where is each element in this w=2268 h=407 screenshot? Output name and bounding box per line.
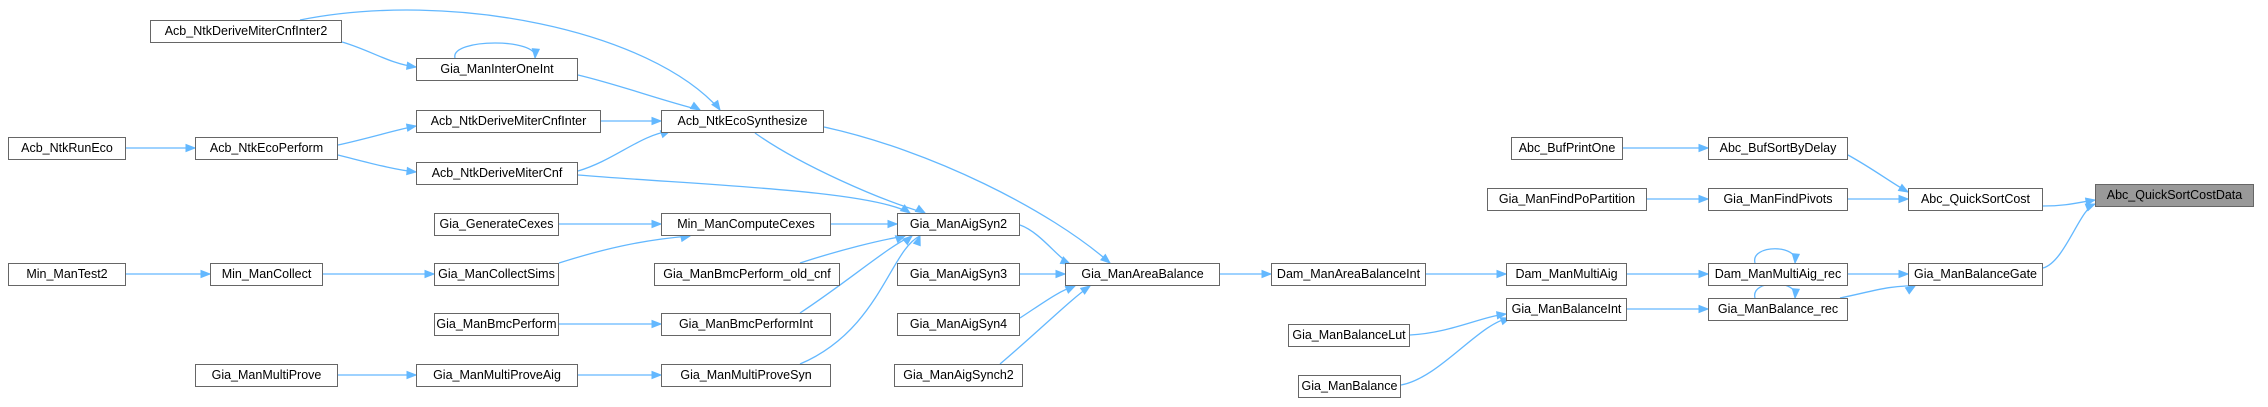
edge-inter2-to-interone — [341, 41, 417, 68]
arrowhead-multiaig-to-multirec — [1698, 269, 1710, 279]
arrowhead-ecoperform-to-cnf — [406, 166, 418, 176]
arrowhead-balrec-to-bgate — [1904, 285, 1917, 295]
node-min-mancollect[interactable]: Min_ManCollect — [210, 263, 323, 286]
edge-cnf-to-ecosyn — [577, 130, 671, 172]
arrowhead-findpivots-to-qsc — [1898, 194, 1910, 204]
arrowhead-interone-to-ecosyn — [689, 101, 702, 111]
arrowhead-bmcint-to-aigsyn2 — [902, 235, 914, 246]
node-acb-ntkecosynthesize[interactable]: Acb_NtkEcoSynthesize — [661, 110, 824, 133]
arrowhead-aigsyn4-to-areabal — [1064, 285, 1077, 294]
edge-aigsyn4-to-areabal — [1019, 285, 1076, 319]
node-abc-quicksortcostdata: Abc_QuickSortCostData — [2095, 184, 2254, 207]
arrowhead-areaint-to-multiaig — [1496, 269, 1508, 279]
arrowhead-bufprint-to-sortdelay — [1698, 143, 1710, 153]
arrowhead-runeco-to-ecoperform — [185, 143, 197, 153]
arrowhead-compcex-to-aigsyn2 — [887, 219, 899, 229]
arrowhead-ecosyn-to-aigsyn2 — [914, 204, 927, 214]
node-gia-manaigsynch2[interactable]: Gia_ManAigSynch2 — [894, 364, 1023, 387]
node-gia-mancollectsims[interactable]: Gia_ManCollectSims — [434, 263, 559, 286]
node-gia-manfindpopartition[interactable]: Gia_ManFindPoPartition — [1487, 188, 1647, 211]
node-gia-manmultiprovesyn[interactable]: Gia_ManMultiProveSyn — [661, 364, 831, 387]
arrowhead-multiprove-to-proveaig — [406, 370, 418, 380]
node-acb-ntkderivemitercnf[interactable]: Acb_NtkDeriveMiterCnf — [416, 162, 578, 185]
node-gia-manbmcperformint[interactable]: Gia_ManBmcPerformInt — [661, 313, 831, 336]
node-gia-manaigsyn4[interactable]: Gia_ManAigSyn4 — [897, 313, 1020, 336]
node-dam-manareabalanceint[interactable]: Dam_ManAreaBalanceInt — [1271, 263, 1426, 286]
node-acb-ntkruneco[interactable]: Acb_NtkRunEco — [8, 137, 126, 160]
arrowhead-aigsynch2-to-areabal — [1079, 285, 1092, 295]
edge-balrec-to-bgate — [1839, 285, 1916, 299]
edge-ecosyn-to-areabal — [823, 126, 1111, 264]
arrowhead-proveaig-to-provesyn — [651, 370, 663, 380]
node-gia-manaigsyn3[interactable]: Gia_ManAigSyn3 — [897, 263, 1020, 286]
arrowhead-areabal-to-areaint — [1261, 269, 1273, 279]
arrowhead-multiprove-to-aigsyn2 — [912, 234, 921, 247]
edge-multiprove-to-aigsyn2 — [799, 235, 921, 365]
arrowhead-mantest2-to-mancollect — [200, 269, 212, 279]
node-gia-manbalance-rec[interactable]: Gia_ManBalance_rec — [1708, 298, 1848, 321]
edge-bgate-to-root — [2042, 203, 2096, 269]
arrowhead-sortdelay-to-qsc — [1897, 183, 1910, 193]
arrowhead-aigsyn3-to-areabal — [1055, 269, 1067, 279]
arrowhead-cnfinter-to-ecosyn — [651, 116, 663, 126]
arrowhead-inter2-to-interone — [406, 61, 418, 70]
call-edges — [126, 9, 2097, 386]
edge-ballut-to-balint — [1409, 313, 1507, 336]
node-abc-bufprintone[interactable]: Abc_BufPrintOne — [1511, 137, 1623, 160]
edge-sortdelay-to-qsc — [1847, 154, 1909, 193]
node-dam-manmultiaig-rec[interactable]: Dam_ManMultiAig_rec — [1708, 263, 1848, 286]
node-acb-ntkecoperform[interactable]: Acb_NtkEcoPerform — [195, 137, 338, 160]
node-gia-manbmcperform-old-cnf[interactable]: Gia_ManBmcPerform_old_cnf — [654, 263, 840, 286]
edge-balance-to-balint — [1400, 317, 1511, 386]
edge-interone-to-ecosyn — [577, 74, 701, 111]
node-abc-bufsortbydelay[interactable]: Abc_BufSortByDelay — [1708, 137, 1848, 160]
arrowhead-gencex-to-compcex — [651, 219, 663, 229]
node-acb-ntkderivemitercnfinter[interactable]: Acb_NtkDeriveMiterCnfInter — [416, 110, 601, 133]
edge-ecoperform-to-cnfinter — [337, 125, 417, 146]
arrowhead-inter2-to-ecosyn — [711, 99, 721, 112]
node-acb-ntkderivemitercnfinter2[interactable]: Acb_NtkDeriveMiterCnfInter2 — [150, 20, 342, 43]
arrowhead-ballut-to-balint — [1496, 311, 1508, 320]
arrowhead-cnf-to-aigsyn2 — [899, 204, 912, 214]
node-dam-manmultiaig[interactable]: Dam_ManMultiAig — [1506, 263, 1627, 286]
edge-collsims-to-compcex — [558, 235, 691, 264]
node-gia-manbalancelut[interactable]: Gia_ManBalanceLut — [1288, 324, 1410, 347]
node-gia-manbalanceint[interactable]: Gia_ManBalanceInt — [1506, 298, 1627, 321]
edge-cnf-to-aigsyn2 — [577, 174, 911, 214]
arrowhead-findpopart-to-findpivots — [1698, 194, 1710, 204]
node-gia-manfindpivots[interactable]: Gia_ManFindPivots — [1708, 188, 1848, 211]
edge-ecosyn-to-aigsyn2 — [754, 132, 926, 214]
node-abc-quicksortcost[interactable]: Abc_QuickSortCost — [1908, 188, 2043, 211]
edge-interone-self — [454, 42, 536, 59]
node-gia-maninteroneint[interactable]: Gia_ManInterOneInt — [416, 58, 578, 81]
edge-multirec-self — [1754, 248, 1796, 264]
arrowhead-ecosyn-to-areabal — [1100, 253, 1112, 264]
arrowhead-multirec-to-bgate — [1898, 269, 1910, 279]
arrowhead-qsc-to-root — [2084, 197, 2097, 206]
node-gia-manmultiprove[interactable]: Gia_ManMultiProve — [195, 364, 338, 387]
node-min-mantest2[interactable]: Min_ManTest2 — [8, 263, 126, 286]
arrowhead-bgate-to-root — [2084, 203, 2097, 212]
edge-ecoperform-to-cnf — [337, 154, 417, 173]
arrowhead-mancollect-to-collsims — [424, 269, 436, 279]
node-gia-manareabalance[interactable]: Gia_ManAreaBalance — [1065, 263, 1220, 286]
arrowhead-balint-to-balrec — [1698, 304, 1710, 314]
node-gia-generatecexes[interactable]: Gia_GenerateCexes — [434, 213, 559, 236]
node-gia-manbalance[interactable]: Gia_ManBalance — [1298, 375, 1401, 398]
node-gia-manbmcperform[interactable]: Gia_ManBmcPerform — [434, 313, 559, 336]
arrowhead-interone-self — [531, 48, 541, 60]
node-min-mancomputecexes[interactable]: Min_ManComputeCexes — [661, 213, 831, 236]
edge-inter2-to-ecosyn — [299, 9, 721, 111]
node-gia-manbalancegate[interactable]: Gia_ManBalanceGate — [1908, 263, 2043, 286]
arrowhead-multirec-self — [1791, 253, 1801, 265]
arrowhead-ecoperform-to-cnfinter — [405, 123, 418, 132]
arrowhead-balrec-self — [1791, 288, 1801, 300]
node-gia-manaigsyn2[interactable]: Gia_ManAigSyn2 — [897, 213, 1020, 236]
arrowhead-bmcperform-to-bmcint — [651, 319, 663, 329]
node-gia-manmultiproveaig[interactable]: Gia_ManMultiProveAig — [416, 364, 578, 387]
